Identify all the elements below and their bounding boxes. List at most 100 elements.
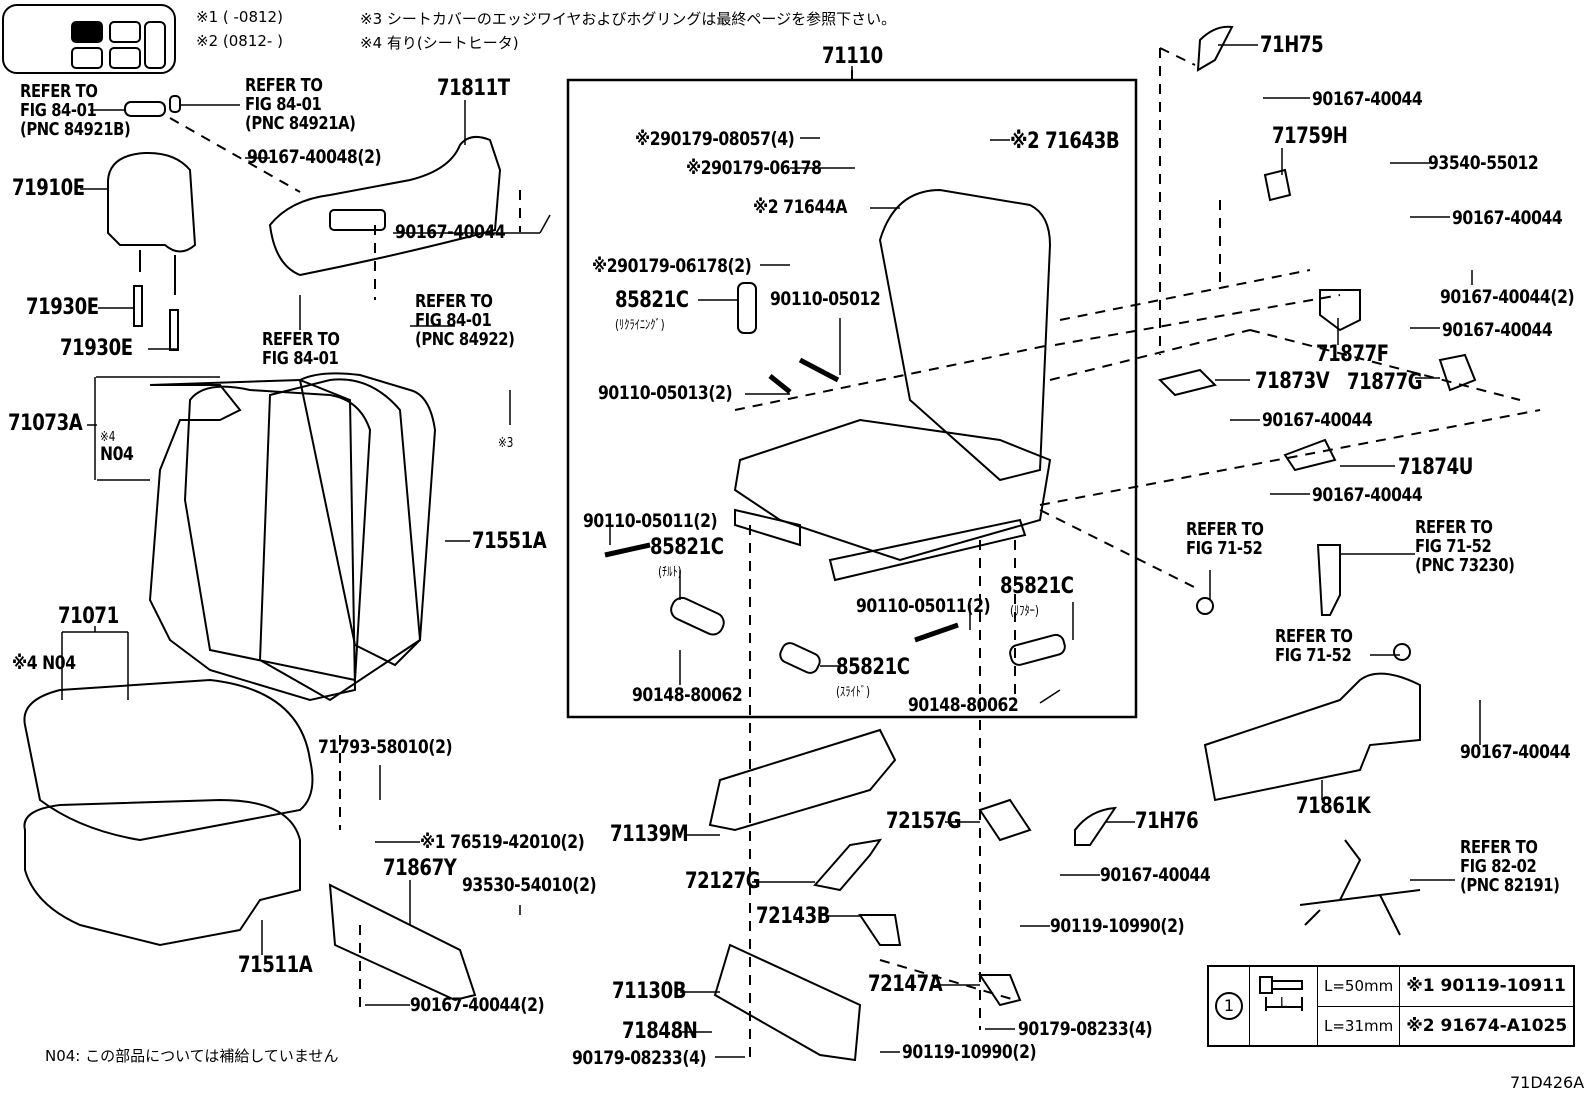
label-90119-10990-b[interactable]: 90119-10990(2) [902, 1041, 1037, 1063]
bracket-71877f-shape [1319, 289, 1361, 332]
label-71867Y[interactable]: 71867Y [383, 856, 457, 881]
label-slide-sub: (ｽﾗｲﾄﾞ) [836, 685, 871, 700]
label-71873V[interactable]: 71873V [1255, 369, 1330, 394]
label-71073A[interactable]: 71073A [8, 411, 83, 436]
slide-motor-shape [779, 642, 821, 674]
label-71877G[interactable]: 71877G [1347, 370, 1423, 395]
label-71910E[interactable]: 71910E [12, 176, 85, 201]
label-90167-40044-2b[interactable]: 90167-40044(2) [410, 994, 545, 1016]
label-85821C-lifter[interactable]: 85821C [1000, 574, 1074, 599]
label-71130B[interactable]: 71130B [612, 979, 687, 1004]
bracket-72143b-shape [858, 914, 902, 946]
seat-frame-shape [733, 418, 1052, 562]
bolt-ref-number: 1 [1215, 992, 1243, 1020]
label-71071[interactable]: 71071 [58, 604, 119, 629]
label-85821C-recline[interactable]: 85821C [615, 288, 689, 313]
label-71H75[interactable]: 71H75 [1260, 33, 1324, 58]
label-71861K[interactable]: 71861K [1296, 794, 1371, 819]
label-71759H[interactable]: 71759H [1272, 124, 1348, 149]
label-71930E-b[interactable]: 71930E [60, 336, 133, 361]
label-90110-05011-b[interactable]: 90110-05011(2) [856, 595, 991, 617]
label-85821C-tilt[interactable]: 85821C [650, 535, 724, 560]
label-n04-a-mark: ※4 [100, 430, 116, 445]
label-refer-82191[interactable]: REFER TO FIG 82-02 (PNC 82191) [1460, 837, 1560, 896]
cover-71h75-shape [1196, 25, 1234, 72]
seatbelt-buckle-shape [1316, 544, 1341, 616]
bolt-icon [1258, 976, 1303, 1011]
label-71H76[interactable]: 71H76 [1135, 809, 1199, 834]
switch-legend-icon [2, 4, 176, 74]
label-90179-08233-a[interactable]: 90179-08233(4) [1018, 1018, 1153, 1040]
label-71511A[interactable]: 71511A [238, 953, 313, 978]
label-71551A[interactable]: 71551A [472, 529, 547, 554]
label-90148-80062-a[interactable]: 90148-80062 [632, 684, 743, 706]
label-90167-40044-2r[interactable]: 90167-40044(2) [1440, 286, 1575, 308]
headrest-shape [107, 151, 197, 253]
bolt-length-dim: L [1279, 996, 1288, 1011]
label-90167-40044-a[interactable]: 90167-40044 [395, 221, 506, 243]
label-90179-08233-b[interactable]: 90179-08233(4) [572, 1047, 707, 1069]
label-71110[interactable]: 71110 [822, 44, 883, 69]
bracket-72157g-shape [978, 798, 1032, 842]
label-90179-08057[interactable]: ※290179-08057(4) [635, 128, 795, 150]
label-90179-06178[interactable]: ※290179-06178 [686, 157, 822, 179]
label-72157G[interactable]: 72157G [886, 809, 962, 834]
bracket-71873v-shape [1158, 368, 1217, 397]
label-refer-84921b[interactable]: REFER TO FIG 84-01 (PNC 84921B) [20, 81, 131, 140]
label-refer-84-01[interactable]: REFER TO FIG 84-01 [262, 329, 340, 369]
label-71848N[interactable]: 71848N [622, 1019, 698, 1044]
label-90167-40044-r3[interactable]: 90167-40044 [1442, 319, 1553, 341]
trim-71867y-shape [328, 883, 477, 1002]
label-90167-40044-r5[interactable]: 90167-40044 [1312, 484, 1423, 506]
label-71874U[interactable]: 71874U [1398, 455, 1473, 480]
bolt-part-1[interactable]: ※1 90119-10911 [1399, 965, 1575, 1007]
wire-harness-shape [1299, 839, 1421, 936]
label-90167-40044-h75[interactable]: 90167-40044 [1312, 88, 1423, 110]
bolt-part-2[interactable]: ※2 91674-A1025 [1399, 1005, 1575, 1047]
label-90110-05011-a[interactable]: 90110-05011(2) [583, 510, 718, 532]
label-93540-55012[interactable]: 93540-55012 [1428, 152, 1539, 174]
label-n04-b[interactable]: ※4 N04 [12, 652, 76, 674]
label-90119-10990-a[interactable]: 90119-10990(2) [1050, 915, 1185, 937]
label-85821C-slide[interactable]: 85821C [836, 655, 910, 680]
label-71930E-a[interactable]: 71930E [26, 295, 99, 320]
label-71877F[interactable]: 71877F [1316, 342, 1389, 367]
seatback-frame-shape [878, 188, 1052, 482]
bolt-ref-cell: 1 [1207, 965, 1250, 1047]
label-90167-40048[interactable]: 90167-40048(2) [247, 146, 382, 168]
label-72127G[interactable]: 72127G [685, 869, 761, 894]
label-72143B[interactable]: 72143B [756, 904, 831, 929]
label-90167-40044-h76[interactable]: 90167-40044 [1100, 864, 1211, 886]
label-90167-40044-r1[interactable]: 90167-40044 [1452, 207, 1563, 229]
label-90167-40044-r6[interactable]: 90167-40044 [1460, 741, 1571, 763]
label-90167-40044-r4[interactable]: 90167-40044 [1262, 409, 1373, 431]
label-refer-84922[interactable]: REFER TO FIG 84-01 (PNC 84922) [415, 291, 515, 350]
label-90110-05013[interactable]: 90110-05013(2) [598, 382, 733, 404]
bolt-length-2: L=31mm [1316, 1005, 1401, 1047]
switch-84921b-shape [124, 101, 166, 117]
label-71643B[interactable]: ※2 71643B [1010, 129, 1120, 154]
label-n04-a[interactable]: N04 [100, 443, 134, 465]
label-71811T[interactable]: 71811T [437, 76, 510, 101]
seat-cushion-cover-shape [23, 678, 314, 842]
label-90148-80062-b[interactable]: 90148-80062 [908, 694, 1019, 716]
label-72147A[interactable]: 72147A [868, 972, 943, 997]
label-71644A[interactable]: ※2 71644A [753, 196, 847, 218]
label-71139M[interactable]: 71139M [610, 822, 689, 847]
bolt-icon-cell: L [1249, 965, 1318, 1047]
label-refer-71-52-a[interactable]: REFER TO FIG 71-52 [1186, 519, 1264, 559]
cover-71h76-shape [1074, 806, 1117, 846]
note-3: ※3 シートカバーのエッジワイヤおよびホグリングは最終ページを参照下さい。 [360, 10, 897, 28]
label-93530-54010[interactable]: 93530-54010(2) [462, 874, 597, 896]
label-71793-58010[interactable]: 71793-58010(2) [318, 736, 453, 758]
bracket-71139m-shape [708, 728, 897, 832]
seat-cushion-pad-shape [23, 798, 301, 947]
label-90179-06178-2[interactable]: ※290179-06178(2) [592, 255, 752, 277]
seat-rail-shape [828, 518, 1027, 582]
label-refer-73230[interactable]: REFER TO FIG 71-52 (PNC 73230) [1415, 517, 1515, 576]
label-90110-05012[interactable]: 90110-05012 [770, 288, 881, 310]
label-refer-71-52-b[interactable]: REFER TO FIG 71-52 [1275, 626, 1353, 666]
label-refer-84921a[interactable]: REFER TO FIG 84-01 (PNC 84921A) [245, 75, 356, 134]
label-76519-42010[interactable]: ※1 76519-42010(2) [420, 831, 585, 853]
